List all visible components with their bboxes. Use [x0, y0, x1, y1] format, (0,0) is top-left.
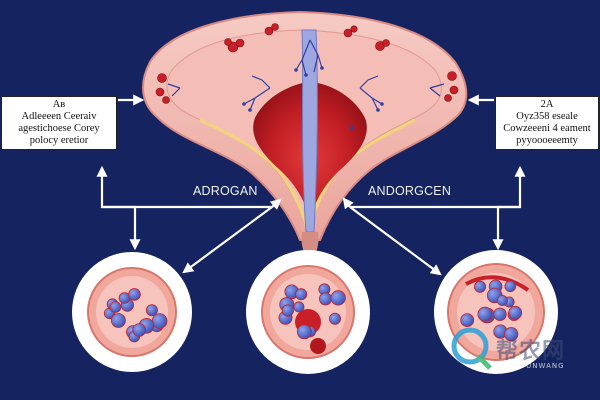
connector-arrows	[96, 94, 526, 276]
hormone-label-right: ANDORGCEN	[368, 184, 452, 198]
blue-cell	[132, 323, 147, 337]
vessel-clusters	[155, 23, 459, 104]
blue-cell	[496, 294, 508, 306]
blue-cell	[508, 305, 523, 320]
annotation-left-line1: Aʙ	[52, 99, 66, 110]
blue-cell	[295, 288, 308, 301]
annotation-right-line4: pyyoooeeemty	[516, 135, 578, 146]
annotation-right-line1: 2A	[540, 99, 554, 110]
watermark-text-en: BANGYUNWANG	[497, 362, 565, 370]
hormone-label-left: ADROGAN	[193, 184, 258, 198]
blue-cell	[145, 304, 158, 317]
annotation-right-line3: Cowzeeeni 4 eament	[503, 123, 591, 134]
nerve-branches	[167, 39, 445, 111]
watermark-logo	[451, 327, 492, 370]
urethra	[301, 29, 318, 233]
annotation-left-line4: polocy eretior	[29, 135, 89, 146]
blue-cell	[474, 280, 487, 293]
blue-cell	[328, 312, 341, 325]
blue-cells	[103, 279, 523, 343]
blue-cell	[460, 313, 475, 328]
blue-cell	[296, 324, 312, 340]
blue-cell	[151, 313, 168, 329]
blue-cell	[128, 288, 141, 301]
blue-cell	[111, 313, 126, 328]
blue-cell	[109, 301, 122, 313]
blue-cell	[330, 290, 346, 306]
blue-cell	[293, 301, 305, 313]
blue-cell	[477, 306, 493, 322]
blue-cell	[318, 292, 332, 306]
cell-section-left	[72, 252, 192, 372]
annotation-left-line2: Adleeeen Ceeraiv	[21, 111, 97, 122]
annotation-left-line3: agestichoese Corey	[18, 123, 100, 134]
blue-cell	[504, 280, 517, 293]
blue-cell	[493, 307, 507, 322]
annotation-right-line2: Oyz358 eseale	[516, 111, 578, 122]
blue-cell	[281, 304, 294, 317]
annotation-box-right: 2A Oyz358 eseale Cowzeeeni 4 eament pyyo…	[495, 96, 599, 150]
watermark-text-cn: 帮农网	[496, 339, 566, 364]
annotation-box-left: Aʙ Adleeeen Ceeraiv agestichoese Corey p…	[1, 96, 117, 150]
cell-section-center	[246, 250, 370, 374]
blue-cell	[504, 327, 519, 342]
